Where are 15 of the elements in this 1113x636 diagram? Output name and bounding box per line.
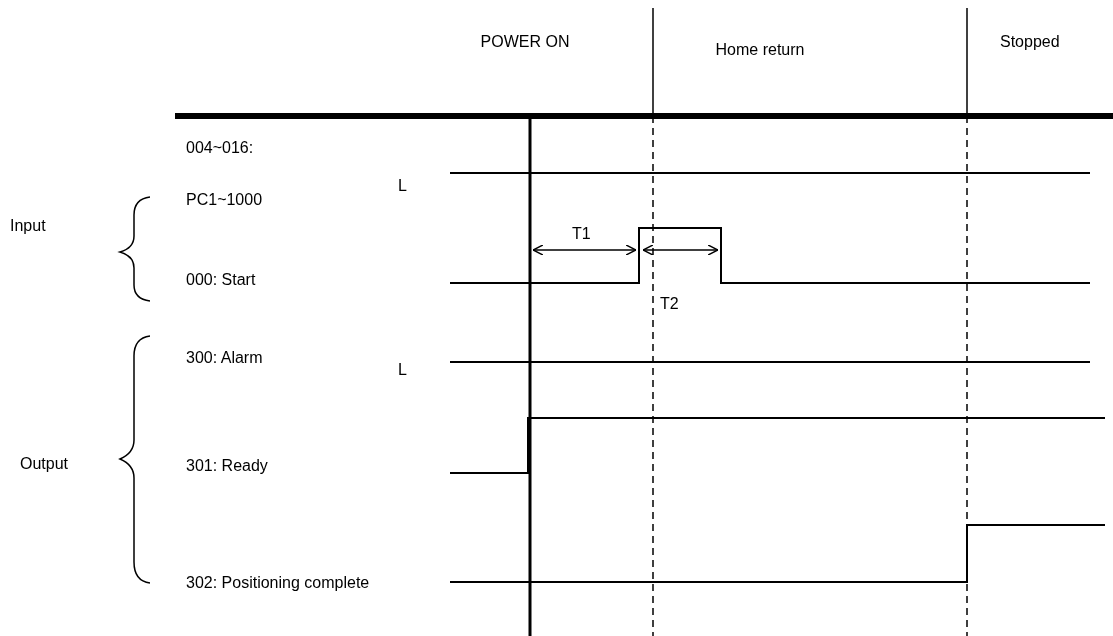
- signal-label: 301: Ready: [186, 456, 269, 476]
- group-label: Output: [20, 454, 70, 474]
- phase-label: POWER ON: [480, 32, 570, 52]
- level-label: L: [398, 176, 408, 196]
- phase-label: Stopped: [1000, 32, 1061, 52]
- level-label: L: [398, 360, 408, 380]
- group-label: Input: [10, 216, 47, 236]
- signal-label: 300: Alarm: [186, 348, 264, 368]
- signal-label: 000: Start: [186, 270, 257, 290]
- dimension-label: T1: [572, 224, 592, 244]
- signal-label: 302: Positioning complete: [186, 573, 371, 593]
- phase-label: Home return: [714, 40, 806, 60]
- signal-label: 004~016:: [186, 138, 255, 158]
- signal-label: PC1~1000: [186, 190, 264, 210]
- dimension-label: T2: [660, 294, 680, 314]
